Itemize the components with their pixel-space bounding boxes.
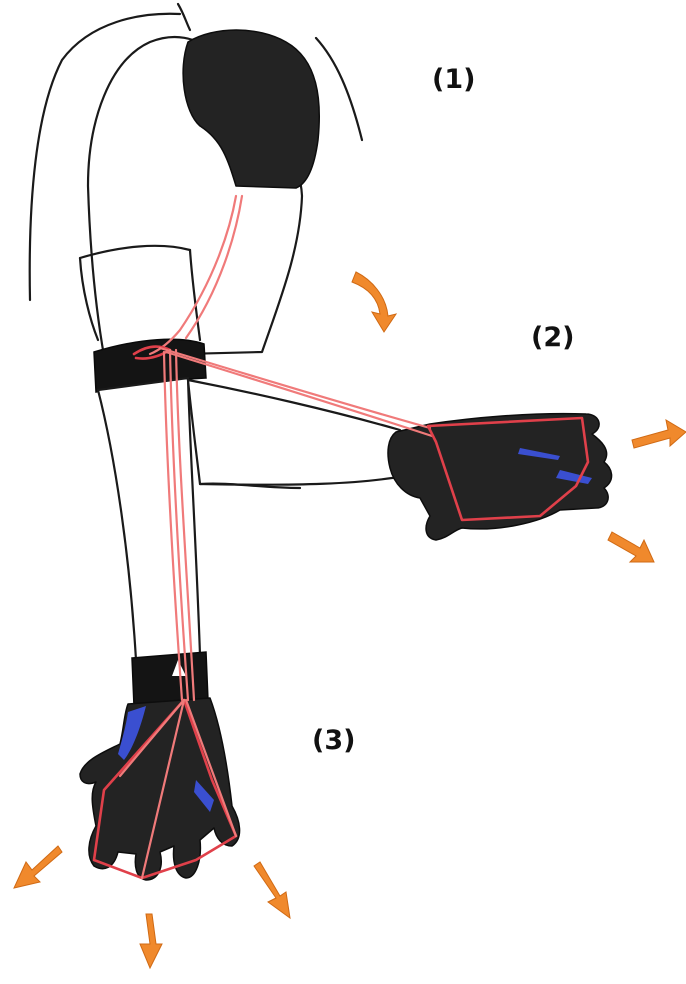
wrist-cuff-lowered [132,652,208,706]
straight-arrow-icon [632,420,686,448]
forearm-lowered [98,378,200,660]
pose-label-3: (3) [312,725,355,756]
straight-arrow-icon [14,846,62,888]
straight-arrow-icon [254,862,290,918]
curved-arrow-icon [352,272,396,332]
pose-label-2: (2) [531,322,574,353]
pose-label-1: (1) [432,64,475,95]
forearm-raised [188,380,404,488]
straight-arrow-icon [140,914,162,968]
straight-arrow-icon [608,532,654,562]
